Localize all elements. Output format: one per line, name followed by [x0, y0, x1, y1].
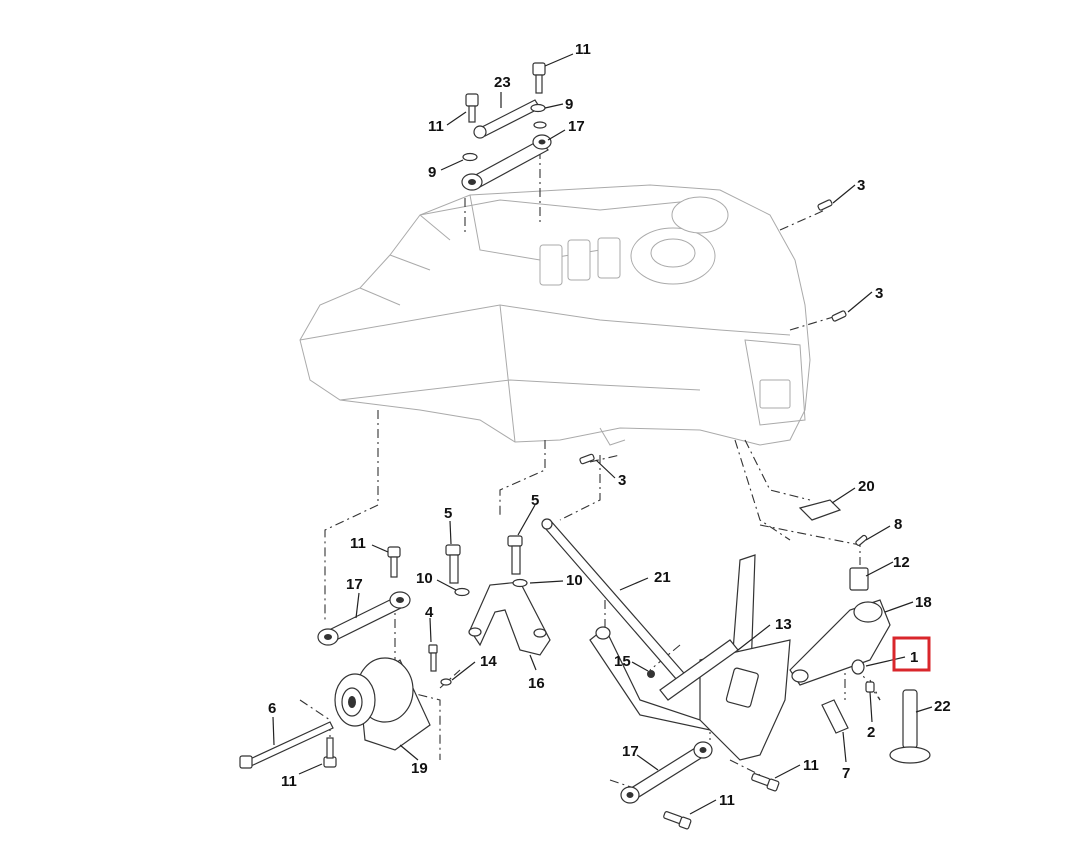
bolt-5-right-shank — [511, 545, 521, 575]
bolt-5-left — [445, 544, 461, 556]
callout-4: 4 — [425, 604, 434, 621]
screw-3-middle — [831, 310, 847, 322]
callout-6: 6 — [268, 700, 276, 717]
callout-23: 23 — [494, 74, 511, 91]
leader-lines — [272, 53, 933, 815]
callout-10-right: 10 — [566, 572, 583, 589]
left-mount-assembly — [239, 546, 431, 769]
callout-5-right: 5 — [531, 492, 539, 509]
callout-17-left: 17 — [346, 576, 363, 593]
bolt-4 — [428, 644, 438, 654]
bolt-7 — [821, 699, 849, 734]
callout-20: 20 — [858, 478, 875, 495]
bolt-22 — [902, 689, 918, 749]
screw-3-upper — [817, 199, 833, 211]
callout-17-bottom: 17 — [622, 743, 639, 760]
callout-18: 18 — [915, 594, 932, 611]
callout-2: 2 — [867, 724, 875, 741]
center-bracket-assembly — [428, 535, 551, 686]
callout-11-bottom-right: 11 — [803, 757, 819, 774]
callout-19: 19 — [411, 760, 428, 777]
callout-22: 22 — [934, 698, 951, 715]
callout-11-top-right: 11 — [575, 41, 591, 58]
bolt-11-top-left-shank — [468, 105, 476, 123]
washer-10-left — [454, 587, 470, 597]
highlight-box — [892, 636, 931, 672]
callout-11-top-left: 11 — [428, 118, 444, 135]
sleeve-12 — [849, 567, 869, 591]
callout-labels: 11 23 11 9 17 9 3 3 3 20 5 5 8 11 21 12 … — [268, 41, 951, 809]
pin-1 — [851, 659, 865, 675]
right-arm-assembly — [789, 567, 931, 764]
callout-11-bottom-left: 11 — [281, 773, 297, 790]
callout-17-top: 17 — [568, 118, 585, 135]
bolt-5-left-shank — [449, 554, 459, 584]
bolt-6 — [247, 721, 334, 767]
engine-frame-ghost — [299, 184, 811, 446]
bolt-11-top-right — [532, 62, 546, 76]
bolt-11-left-mid-shank — [390, 556, 398, 578]
callout-16: 16 — [528, 675, 545, 692]
callout-21: 21 — [654, 569, 671, 586]
callout-3-lower: 3 — [618, 472, 626, 489]
bolt-11-left-mid — [387, 546, 401, 558]
callout-12: 12 — [893, 554, 910, 571]
callout-1: 1 — [910, 649, 918, 666]
callout-3-upper: 3 — [857, 177, 865, 194]
nut-15 — [647, 670, 655, 678]
callout-9-left: 9 — [428, 164, 436, 181]
washer-9-left — [462, 152, 478, 162]
bracket-20 — [798, 499, 842, 521]
screws-3 — [579, 199, 868, 546]
washer-14 — [440, 678, 452, 686]
bottom-link-assembly — [620, 741, 780, 830]
screw-3-lower — [579, 453, 595, 465]
callout-14: 14 — [480, 653, 497, 670]
callout-7: 7 — [842, 765, 850, 782]
callout-13: 13 — [775, 616, 792, 633]
callout-9-right: 9 — [565, 96, 573, 113]
callout-11-bottom-center: 11 — [719, 792, 735, 809]
callout-15: 15 — [614, 653, 631, 670]
yoke-13 — [589, 554, 756, 731]
pin-2 — [865, 681, 875, 693]
screw-8 — [855, 534, 868, 546]
bolt-5-right — [507, 535, 523, 547]
top-link-assembly — [461, 62, 552, 191]
bracket-16 — [469, 581, 551, 656]
callout-11-left-mid: 11 — [350, 535, 366, 552]
washer-9-right — [530, 103, 546, 113]
bolt-11-top-left — [465, 93, 479, 107]
callout-8: 8 — [894, 516, 902, 533]
washer-10-right — [512, 578, 528, 588]
callout-5-left: 5 — [444, 505, 452, 522]
bolt-11-top-right-shank — [535, 74, 543, 94]
callout-10-left: 10 — [416, 570, 433, 587]
rod-23 — [479, 99, 541, 137]
axle-yoke-assembly — [541, 518, 791, 761]
callout-3-middle: 3 — [875, 285, 883, 302]
